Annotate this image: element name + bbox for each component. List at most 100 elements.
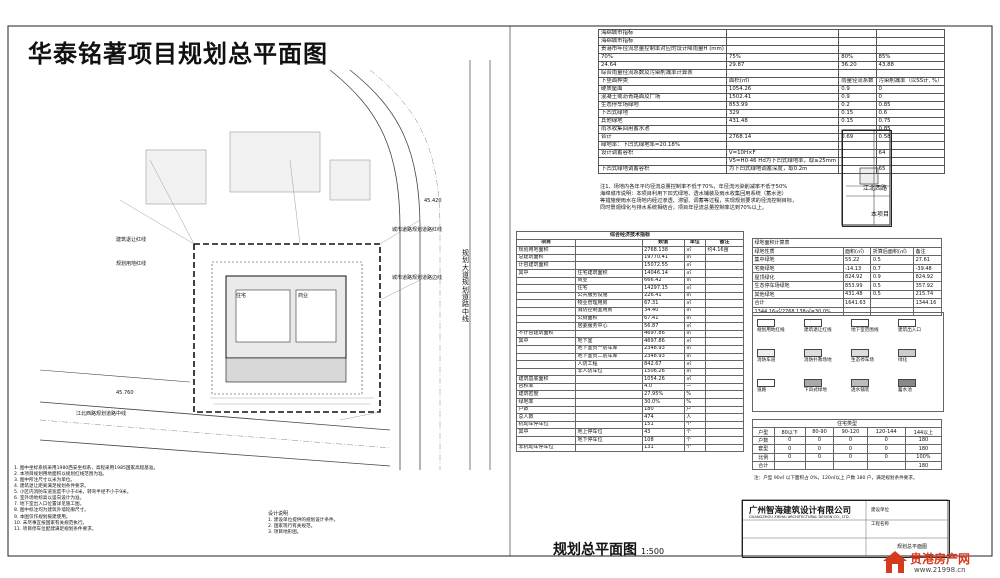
legend-swatch: [757, 319, 775, 327]
legend-item: 地下室范围线: [851, 319, 879, 333]
green-table-cell: 生态停车场绿地: [752, 280, 844, 291]
sponge-table-cell: 设计调蓄容积: [598, 149, 727, 158]
indicator-table-cell: 绿地率: [515, 398, 577, 407]
indicator-table-cell: 非人防车位: [575, 367, 643, 377]
indicator-table-cell: [515, 299, 577, 308]
indicator-table-cell: 67.31: [641, 299, 685, 308]
unit-table-cell: 0: [773, 452, 806, 462]
indicator-table-cell: 居委服务中心: [575, 322, 643, 331]
sponge-table-cell: 65: [875, 165, 946, 174]
green-table-cell: 824.92: [842, 272, 872, 282]
sponge-table-cell: 0.6: [875, 109, 946, 118]
sponge-table-cell: 0.15: [838, 109, 877, 118]
sponge-table-cell: 0.2: [838, 101, 877, 110]
indicator-table-cell: 人防工程: [575, 360, 643, 369]
indicator-table-cell: 个: [683, 420, 706, 430]
indicator-table-cell: 131: [641, 443, 685, 453]
company-name: 广州智海建筑设计有限公司: [749, 506, 852, 516]
indicator-table-cell: 项目: [515, 238, 577, 248]
indicator-table-cell: 数值: [641, 238, 685, 248]
general-note-line: 9. 本图仅作规划报建使用。: [14, 514, 71, 520]
legend-item: 建筑出入口: [898, 319, 921, 333]
general-note-line: 4. 建筑退让距离满足规划条件要求。: [14, 484, 89, 490]
indicator-table-cell: ㎡: [683, 299, 706, 308]
green-table-cell: 0.5: [870, 280, 915, 291]
unit-table-cell: 0: [804, 435, 835, 446]
legend-swatch: [804, 319, 822, 327]
sponge-table-cell: [725, 69, 840, 78]
subtitle-text: 规划总平面图: [553, 542, 637, 558]
indicator-table-cell: ㎡: [683, 284, 706, 293]
indicator-table-cell: [575, 443, 643, 453]
indicator-table-cell: [515, 322, 577, 331]
plan-legend: 规划用地红线建筑退让红线地下室范围线建筑出入口消防车道消防扑救场地生态停车场绿化…: [752, 312, 944, 412]
sponge-note-line: 海绵城市说明：本项目利用下凹式绿地、透水铺装及雨水收集回用系统（蓄水池）: [600, 191, 787, 198]
green-table-cell: 宅旁绿地: [752, 263, 844, 274]
unit-table-cell: 100%: [904, 452, 943, 462]
indicator-table-cell: 4697.86: [641, 337, 685, 346]
unit-table-cell: [804, 460, 835, 471]
legend-label: 蓄水池: [898, 388, 912, 393]
unit-table-cell: 0: [804, 444, 835, 454]
legend-swatch: [757, 379, 775, 387]
unit-table-cell: [866, 460, 906, 471]
legend-swatch: [851, 349, 869, 357]
sponge-table-cell: 下凹式绿地: [598, 109, 727, 118]
indicator-table-cell: ㎡: [683, 352, 706, 362]
unit-table-cell: 0: [833, 452, 868, 462]
sponge-table-cell: [725, 37, 840, 46]
indicator-table-cell: [575, 382, 643, 392]
indicator-table-cell: 其中: [515, 337, 577, 346]
sponge-table-cell: 综合雨量径流系数及污染削减率计算表: [598, 69, 727, 78]
existing-buildings: [145, 131, 371, 205]
sponge-table-cell: 下垫面种类: [598, 77, 727, 86]
sponge-table-cell: 75%: [725, 53, 840, 62]
sponge-table-row: 绿地率：下凹式绿地率=20.18%: [598, 141, 946, 150]
sponge-table-cell: [875, 69, 946, 78]
sponge-table-cell: [725, 125, 840, 134]
indicator-table-cell: [704, 352, 745, 362]
sponge-table-cell: 绿地率：下凹式绿地率=20.18%: [598, 141, 727, 150]
indicator-table-row: 项目数值单位备注: [515, 238, 745, 248]
road-short-label: 江北西路: [863, 185, 888, 192]
indicator-table-cell: 消防控制室用房: [575, 306, 643, 316]
legend-swatch: [851, 319, 869, 327]
city-road-edge-label: 城市道路规划道路边线: [392, 275, 443, 281]
sponge-table-cell: 43.88: [875, 61, 946, 70]
indicator-table-cell: [575, 246, 643, 255]
indicator-table-cell: [704, 344, 745, 354]
green-table-cell: 215.74: [913, 289, 942, 300]
indicator-table-cell: ㎡: [683, 322, 706, 331]
green-table-cell: 其他绿地: [752, 289, 844, 300]
indicator-table-cell: 公共服务设施: [575, 291, 643, 301]
sponge-table-cell: 1054.26: [725, 85, 840, 94]
sponge-table-cell: 0.9: [838, 93, 877, 102]
indicator-table-cell: [515, 367, 577, 377]
unit-table-cell: 0: [866, 435, 906, 446]
legend-label: 建筑出入口: [898, 328, 921, 333]
unit-table-cell: 120-144: [866, 427, 906, 437]
unit-table-cell: 0: [833, 444, 868, 454]
indicator-table-cell: [704, 398, 745, 407]
indicator-table-cell: 2348.93: [641, 344, 685, 354]
indicator-table-cell: 地下停车位: [575, 436, 643, 445]
green-table-cell: 0.7: [870, 263, 915, 274]
indicator-table-cell: 其中: [515, 428, 577, 438]
sponge-table-row: 海绵城市指标: [598, 37, 946, 46]
indicator-table-cell: [575, 413, 643, 422]
indicator-table-cell: 总建筑面积: [515, 253, 577, 263]
indicator-table-cell: 公厕面积: [575, 314, 643, 324]
indicator-table-cell: ㎡: [683, 253, 706, 263]
title-block: 广州智海建筑设计有限公司 GUANGZHOU ZHIHAI ARCHITECTU…: [742, 500, 950, 558]
indicator-table-cell: 43: [641, 428, 685, 438]
